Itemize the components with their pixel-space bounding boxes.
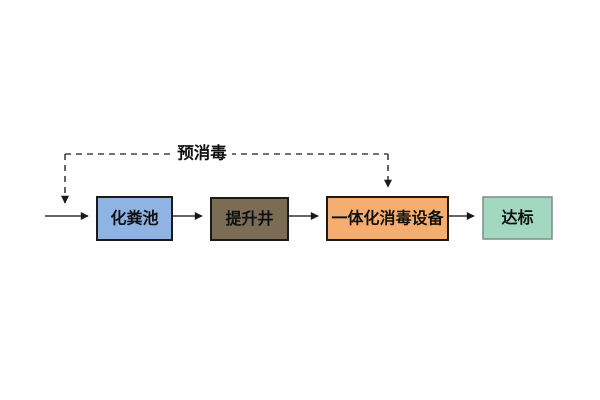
node-lift-well: 提升井 xyxy=(210,197,289,241)
node-septic-tank: 化粪池 xyxy=(96,196,173,241)
node-integrated-disinfection-unit: 一体化消毒设备 xyxy=(326,196,449,241)
integrated-disinfection-unit-label: 一体化消毒设备 xyxy=(331,209,444,228)
compliant-discharge-box xyxy=(482,196,553,240)
lift-well-label: 提升井 xyxy=(225,209,273,228)
compliant-discharge-label: 达标 xyxy=(501,208,533,227)
septic-tank-box xyxy=(96,196,173,241)
bypass-label-backdrop xyxy=(172,142,232,164)
node-compliant-discharge: 达标 xyxy=(482,196,553,240)
integrated-disinfection-unit-box xyxy=(326,196,449,241)
bypass-label: 预消毒 xyxy=(177,142,227,162)
lift-well-box xyxy=(210,197,289,241)
septic-tank-label: 化粪池 xyxy=(110,209,158,228)
